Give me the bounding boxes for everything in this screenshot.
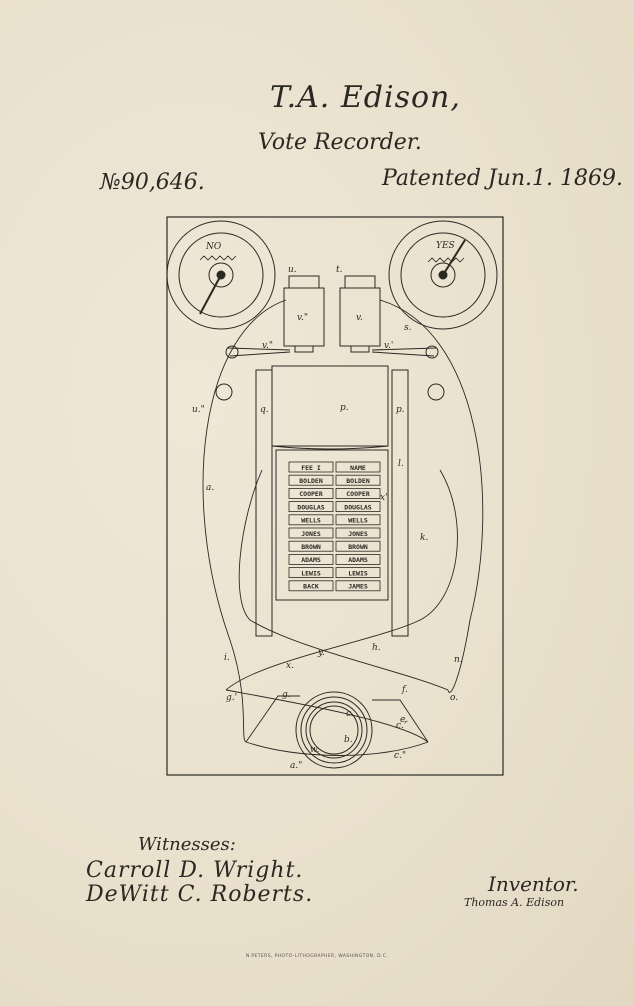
name-plate-frame [288,514,334,526]
name-plate-text: BROWN [301,543,321,551]
reference-letter: x' [380,493,388,503]
reference-letter: a. [206,483,214,493]
reference-letter: v.' [384,341,393,351]
inventor-label: Inventor. [488,872,579,896]
reference-letter: c.' [396,721,406,731]
name-plate-frame [288,527,334,539]
name-plate-text: BOLDEN [346,477,370,485]
dial-left-label: NO [205,242,222,252]
reference-letter: k. [420,533,428,543]
name-plate-text: BROWN [348,543,368,551]
name-plate-text: COOPER [346,490,370,498]
reference-letter: n. [454,655,463,665]
name-plate-text: ADAMS [301,556,321,564]
magnet-left-label: v." [297,313,308,323]
witness-2-signature: DeWitt C. Roberts. [86,882,314,907]
reference-letter: u. [288,265,297,275]
name-plate-frame [335,487,381,499]
name-plate-text: DOUGLAS [344,503,371,511]
left-dial [166,220,276,330]
name-plate-text: FEE I [301,464,321,472]
name-plate-text: JONES [301,530,321,538]
name-plate-text: LEWIS [301,569,321,577]
reference-letter: c." [394,751,406,761]
reference-letter: t. [336,265,343,275]
reference-letter: s. [404,323,412,333]
name-plates-right: NAME BOLDEN COOPER DOUGLAS WELLS JONES BROWN AD… [335,461,381,592]
reference-letter: c. [346,709,354,719]
name-plate-frame [335,554,381,565]
patent-number: №90,646. [100,170,205,195]
reference-letter: y. [317,648,325,658]
reference-letter: g.' [226,693,237,703]
name-plate-text: BACK [303,583,319,591]
dial-right-label: YES [436,241,455,251]
name-plate-text: LEWIS [348,569,368,577]
reference-letter: h. [372,643,381,653]
magnet-right-label: v. [356,313,363,323]
witness-1-signature: Carroll D. Wright. [86,858,304,883]
name-plate-text: WELLS [348,517,368,525]
reference-letters: u. t. s. v." v.' q. p. a. i. h. x. y. g. g.' f. e. c. c.'… [192,265,463,771]
reference-letter: l. [398,459,404,469]
name-plate-frame [335,474,381,486]
name-plate-text: WELLS [301,517,321,525]
coil [295,691,373,769]
wiring [202,299,484,756]
name-plate-frame [335,501,381,513]
name-plate-frame [335,527,381,539]
name-plate-frame [335,514,381,526]
invention-title: Vote Recorder. [258,130,422,155]
reference-letter: b. [344,735,353,745]
name-plate-frame [288,487,334,499]
name-plate-text: JAMES [348,583,368,591]
drawing-frame [166,216,504,776]
reference-letter: q. [260,405,269,415]
lithographer-imprint: N.PETERS, PHOTO-LITHOGRAPHER, WASHINGTON… [245,954,389,959]
name-plate-text: NAME [350,464,366,472]
patent-date: Patented Jun.1. 1869. [382,166,624,191]
name-plate-frame [288,474,334,486]
name-plate-frame [288,540,334,552]
name-plates-left: FEE I BOLDEN COOPER DOUGLAS WELLS JONES BROWN A… [288,461,334,592]
reference-letter: g. [282,690,291,700]
name-plate-frame [335,540,381,552]
magnets [283,275,381,353]
name-plate-frame [335,461,381,473]
reference-letter: f. [401,685,408,695]
reference-letter: w. [310,745,320,755]
name-plate-frame [288,567,334,578]
reference-letter: u." [192,405,205,415]
armature-levers [215,345,445,401]
name-plate-text: JONES [348,530,368,538]
reference-letter: a." [290,761,302,771]
name-plate-frame [288,501,334,513]
name-board [275,449,389,601]
name-plate-frame [288,461,334,473]
name-plate-frame [288,580,334,592]
inventor-signature: Thomas A. Edison [464,896,565,909]
inventor-name-heading: T.A. Edison, [270,80,461,115]
name-plate-frame [288,554,334,565]
reference-letter: i. [224,653,230,663]
witnesses-label: Witnesses: [138,834,236,855]
reference-letter: p. [396,405,405,415]
right-dial [388,220,498,330]
name-plate-text: ADAMS [348,556,368,564]
roller-label: p. [340,403,349,413]
name-plate-frame [335,580,381,592]
side-rails [255,369,409,637]
reference-letter: o. [450,693,458,703]
name-plate-frame [335,567,381,578]
roller [271,365,389,450]
reference-letter: e. [400,715,408,725]
reference-letter: x. [286,661,294,671]
name-plate-text: COOPER [299,490,323,498]
name-plate-text: BOLDEN [299,477,323,485]
name-plate-text: DOUGLAS [297,503,324,511]
reference-letter: v." [262,341,273,351]
